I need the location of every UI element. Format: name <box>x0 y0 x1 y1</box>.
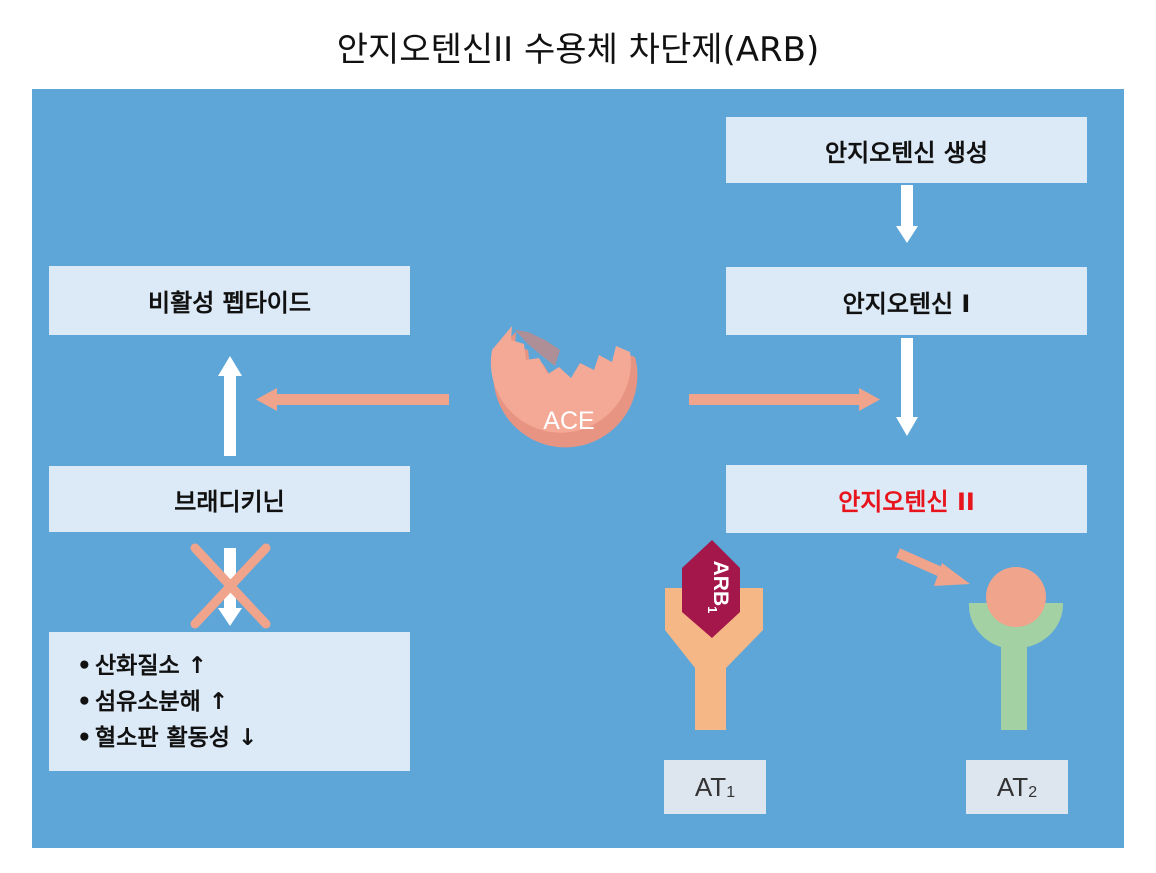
at2-receptor-icon <box>968 567 1064 730</box>
angiotensin-1-box: 안지오텐신 I <box>726 267 1087 335</box>
inactive-peptide-box: 비활성 펩타이드 <box>49 266 410 335</box>
effect-item: •산화질소 ↑ <box>77 652 207 679</box>
ace-to-inactive-arrow <box>256 388 449 411</box>
ace-to-ang2-arrow <box>689 388 880 411</box>
blocked-x-icon <box>190 543 271 629</box>
bradykinin-box: 브래디키닌 <box>49 466 410 532</box>
effects-box: •산화질소 ↑ •섬유소분해 ↑ •혈소판 활동성 ↓ <box>49 632 410 771</box>
effect-item: •혈소판 활동성 ↓ <box>77 724 258 751</box>
generation-to-ang1-arrow <box>896 185 918 243</box>
ang2-to-at2-arrow <box>895 548 970 586</box>
effects-list: •산화질소 ↑ •섬유소분해 ↑ •혈소판 활동성 ↓ <box>77 648 257 756</box>
at1-receptor-icon <box>665 588 763 730</box>
bradykinin-to-inactive-arrow <box>218 356 242 456</box>
page-title: 안지오텐신II 수용체 차단제(ARB) <box>336 30 820 70</box>
angiotensin-generation-box: 안지오텐신 생성 <box>726 117 1087 183</box>
arb-blocker-icon: ARB1 <box>682 540 740 638</box>
ace-label: ACE <box>543 407 594 435</box>
ang1-to-ang2-arrow <box>896 338 918 436</box>
ace-enzyme-icon <box>490 326 638 448</box>
angiotensin-2-box: 안지오텐신 II <box>726 465 1087 533</box>
arb-label: ARB1 <box>705 561 732 614</box>
effect-item: •섬유소분해 ↑ <box>77 688 229 715</box>
